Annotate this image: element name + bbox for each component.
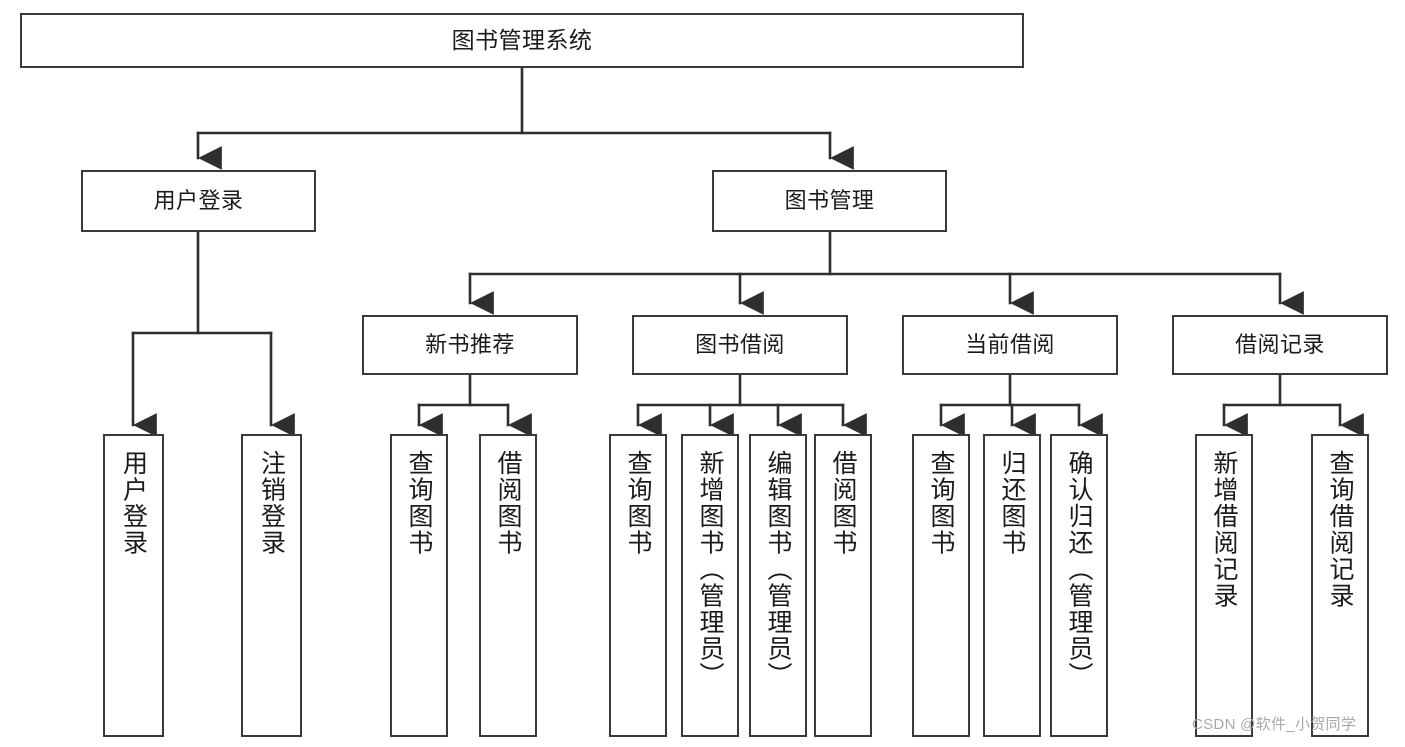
node-book-borrow-label: 图书借阅 (695, 331, 785, 357)
leaf-book-borrow-query-label: 查询图书 (624, 450, 652, 556)
leaf-current-borrow-confirm[interactable]: 确认归还（管理员） (1050, 434, 1108, 737)
leaf-book-borrow-add-label: 新增图书（管理员） (696, 450, 724, 689)
node-current-borrow[interactable]: 当前借阅 (902, 315, 1118, 375)
leaf-user-login-login[interactable]: 用户登录 (103, 434, 164, 737)
node-current-borrow-label: 当前借阅 (965, 331, 1055, 357)
leaf-new-book-borrow[interactable]: 借阅图书 (479, 434, 537, 737)
node-new-book-recommend-label: 新书推荐 (425, 331, 515, 357)
node-user-login-label: 用户登录 (153, 187, 244, 213)
leaf-borrow-record-add[interactable]: 新增借阅记录 (1195, 434, 1253, 737)
csdn-watermark: CSDN @软件_小贺同学 (1192, 716, 1357, 733)
leaf-borrow-record-query-label: 查询借阅记录 (1326, 450, 1354, 609)
leaf-new-book-query[interactable]: 查询图书 (390, 434, 448, 737)
leaf-new-book-borrow-label: 借阅图书 (494, 450, 522, 556)
node-root-system-label: 图书管理系统 (451, 26, 593, 53)
node-new-book-recommend[interactable]: 新书推荐 (362, 315, 578, 375)
node-book-management[interactable]: 图书管理 (712, 170, 947, 232)
leaf-current-borrow-return[interactable]: 归还图书 (983, 434, 1041, 737)
node-user-login[interactable]: 用户登录 (81, 170, 316, 232)
node-borrow-record-label: 借阅记录 (1235, 331, 1325, 357)
leaf-user-login-logout-label: 注销登录 (257, 450, 286, 556)
node-book-management-label: 图书管理 (784, 187, 875, 213)
leaf-current-borrow-return-label: 归还图书 (998, 450, 1026, 556)
leaf-book-borrow-borrow[interactable]: 借阅图书 (814, 434, 872, 737)
leaf-book-borrow-edit-label: 编辑图书（管理员） (764, 450, 792, 689)
node-root-system[interactable]: 图书管理系统 (20, 13, 1024, 68)
leaf-borrow-record-add-label: 新增借阅记录 (1210, 450, 1238, 609)
leaf-borrow-record-query[interactable]: 查询借阅记录 (1311, 434, 1369, 737)
leaf-current-borrow-confirm-label: 确认归还（管理员） (1065, 450, 1093, 689)
leaf-current-borrow-query[interactable]: 查询图书 (912, 434, 970, 737)
leaf-book-borrow-add[interactable]: 新增图书（管理员） (681, 434, 739, 737)
leaf-user-login-logout[interactable]: 注销登录 (241, 434, 302, 737)
leaf-book-borrow-query[interactable]: 查询图书 (609, 434, 667, 737)
leaf-new-book-query-label: 查询图书 (405, 450, 433, 556)
leaf-user-login-login-label: 用户登录 (119, 450, 148, 556)
node-book-borrow[interactable]: 图书借阅 (632, 315, 848, 375)
leaf-book-borrow-borrow-label: 借阅图书 (829, 450, 857, 556)
node-borrow-record[interactable]: 借阅记录 (1172, 315, 1388, 375)
leaf-book-borrow-edit[interactable]: 编辑图书（管理员） (749, 434, 807, 737)
leaf-current-borrow-query-label: 查询图书 (927, 450, 955, 556)
